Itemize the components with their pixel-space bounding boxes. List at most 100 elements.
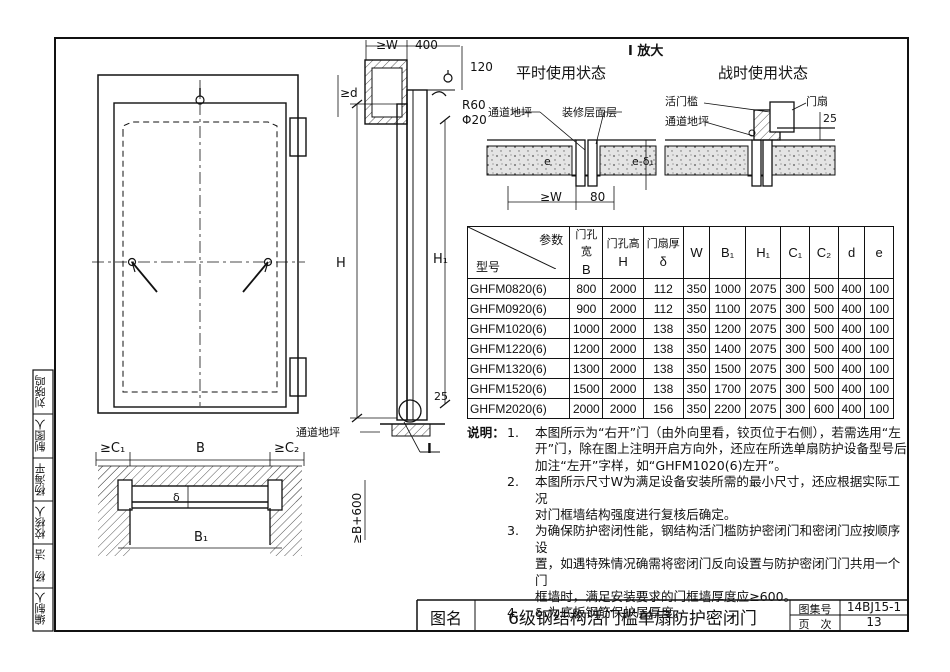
- section-h-dim: H: [336, 256, 346, 271]
- value-cell: 2075: [744, 298, 782, 319]
- door-plan: [95, 452, 366, 556]
- value-cell: 800: [569, 278, 604, 299]
- value-cell: 2000: [569, 398, 604, 419]
- value-cell: 1200: [709, 318, 746, 339]
- plan-delta-dim: δ: [173, 491, 180, 504]
- plan-c2-dim: ≥C₂: [274, 441, 300, 456]
- plan-c1-dim: ≥C₁: [100, 441, 126, 456]
- detail-title: I 放大: [628, 44, 664, 59]
- header-symbol: H: [618, 253, 628, 269]
- plan-b-dim: B: [196, 441, 205, 456]
- note-3-line-2: 置，如遇特殊情况确需将密闭门反向设置与防护密闭门门共用一个门: [535, 556, 901, 588]
- note-1-line-3: 加注“左开”字样，如“GHFM1020(6)左开”。: [535, 457, 787, 473]
- table-header-cell: d: [837, 226, 866, 279]
- peace-state-title: 平时使用状态: [516, 64, 607, 82]
- value-cell: 500: [809, 378, 839, 399]
- section-w-dim: ≥W: [376, 38, 398, 52]
- value-cell: 1000: [569, 318, 604, 339]
- header-symbol: W: [690, 245, 703, 260]
- page-label: 页 次: [798, 618, 832, 631]
- header-symbol: d: [847, 245, 856, 260]
- corner-diagonal: [468, 227, 556, 269]
- note-number: 1.: [507, 425, 520, 440]
- model-cell: GHFM0820(6): [466, 278, 571, 299]
- value-cell: 400: [837, 278, 866, 299]
- value-cell: 400: [837, 398, 866, 419]
- corner-model-label: 型号: [476, 260, 501, 274]
- sidebar-checker-name: 杨海平: [34, 463, 47, 496]
- header-label: 门孔高: [606, 237, 640, 250]
- value-cell: 1100: [709, 298, 746, 319]
- value-cell: 2200: [709, 398, 746, 419]
- value-cell: 300: [780, 358, 811, 379]
- sidebar-drafter-label: 制图人: [34, 419, 47, 453]
- sidebar-checker-label: 校核人: [34, 506, 47, 539]
- value-cell: 100: [864, 378, 894, 399]
- header-symbol: C₁: [788, 245, 803, 260]
- header-label: 门扇厚: [646, 237, 680, 250]
- note-number: 3.: [507, 523, 520, 539]
- header-symbol: δ: [659, 253, 667, 269]
- table-header-cell: 门孔高 H: [602, 226, 644, 279]
- header-symbol: B: [582, 262, 591, 277]
- value-cell: 112: [642, 298, 684, 319]
- value-cell: 138: [642, 358, 684, 379]
- value-cell: 500: [809, 298, 839, 319]
- door-elevation: [92, 74, 307, 414]
- table-header-cell: C₁: [780, 226, 811, 279]
- value-cell: 500: [809, 318, 839, 339]
- value-cell: 350: [682, 298, 711, 319]
- note-number: 4.: [507, 605, 520, 621]
- header-symbol: H₁: [756, 245, 771, 260]
- value-cell: 1500: [709, 358, 746, 379]
- value-cell: 500: [809, 278, 839, 299]
- sidebar-drafter-name: 刘晓鸣: [34, 375, 47, 409]
- detail-80-dim: 80: [590, 190, 606, 204]
- value-cell: 350: [682, 398, 711, 419]
- detail-w-dim: ≥W: [540, 190, 562, 204]
- model-cell: GHFM2020(6): [466, 398, 571, 419]
- value-cell: 100: [864, 338, 894, 359]
- value-cell: 1500: [569, 378, 604, 399]
- value-cell: 138: [642, 378, 684, 399]
- table-header-cell: e: [864, 226, 894, 279]
- value-cell: 300: [780, 338, 811, 359]
- value-cell: 900: [569, 298, 604, 319]
- value-cell: 156: [642, 398, 684, 419]
- value-cell: 300: [780, 378, 811, 399]
- value-cell: 1000: [709, 278, 746, 299]
- note-1-line-1: 本图所示为“右开”门（由外向里看，铰页位于右侧），若需选用“左: [535, 425, 901, 440]
- phi20-label: Φ20: [462, 113, 487, 127]
- plan-b1-dim: B₁: [194, 530, 209, 545]
- value-cell: 400: [837, 338, 866, 359]
- value-cell: 2075: [744, 338, 782, 359]
- note-number: 2.: [507, 474, 520, 490]
- plan-b600-dim: ≥B+600: [350, 492, 364, 544]
- value-cell: 100: [864, 298, 894, 319]
- value-cell: 2000: [602, 398, 644, 419]
- value-cell: 400: [837, 298, 866, 319]
- value-cell: 350: [682, 338, 711, 359]
- peace-passage-floor: 通道地坪: [488, 106, 532, 119]
- section-120-dim: 120: [470, 60, 493, 74]
- value-cell: 100: [864, 318, 894, 339]
- value-cell: 300: [780, 318, 811, 339]
- model-cell: GHFM1220(6): [466, 338, 571, 359]
- value-cell: 1700: [709, 378, 746, 399]
- value-cell: 1400: [709, 338, 746, 359]
- notes-block: 说明：1.本图所示为“右开”门（由外向里看，铰页位于右侧），若需选用“左 开”门…: [467, 425, 907, 622]
- table-header-cell: H₁: [744, 226, 782, 279]
- corner-param-label: 参数: [539, 233, 564, 247]
- value-cell: 400: [837, 378, 866, 399]
- table-corner-cell: 参数 型号: [466, 226, 571, 279]
- sheet-border: [54, 37, 909, 632]
- value-cell: 1300: [569, 358, 604, 379]
- value-cell: 300: [780, 278, 811, 299]
- model-cell: GHFM1320(6): [466, 358, 571, 379]
- value-cell: 2075: [744, 318, 782, 339]
- finish-layer-label: 装修层面层: [562, 106, 617, 119]
